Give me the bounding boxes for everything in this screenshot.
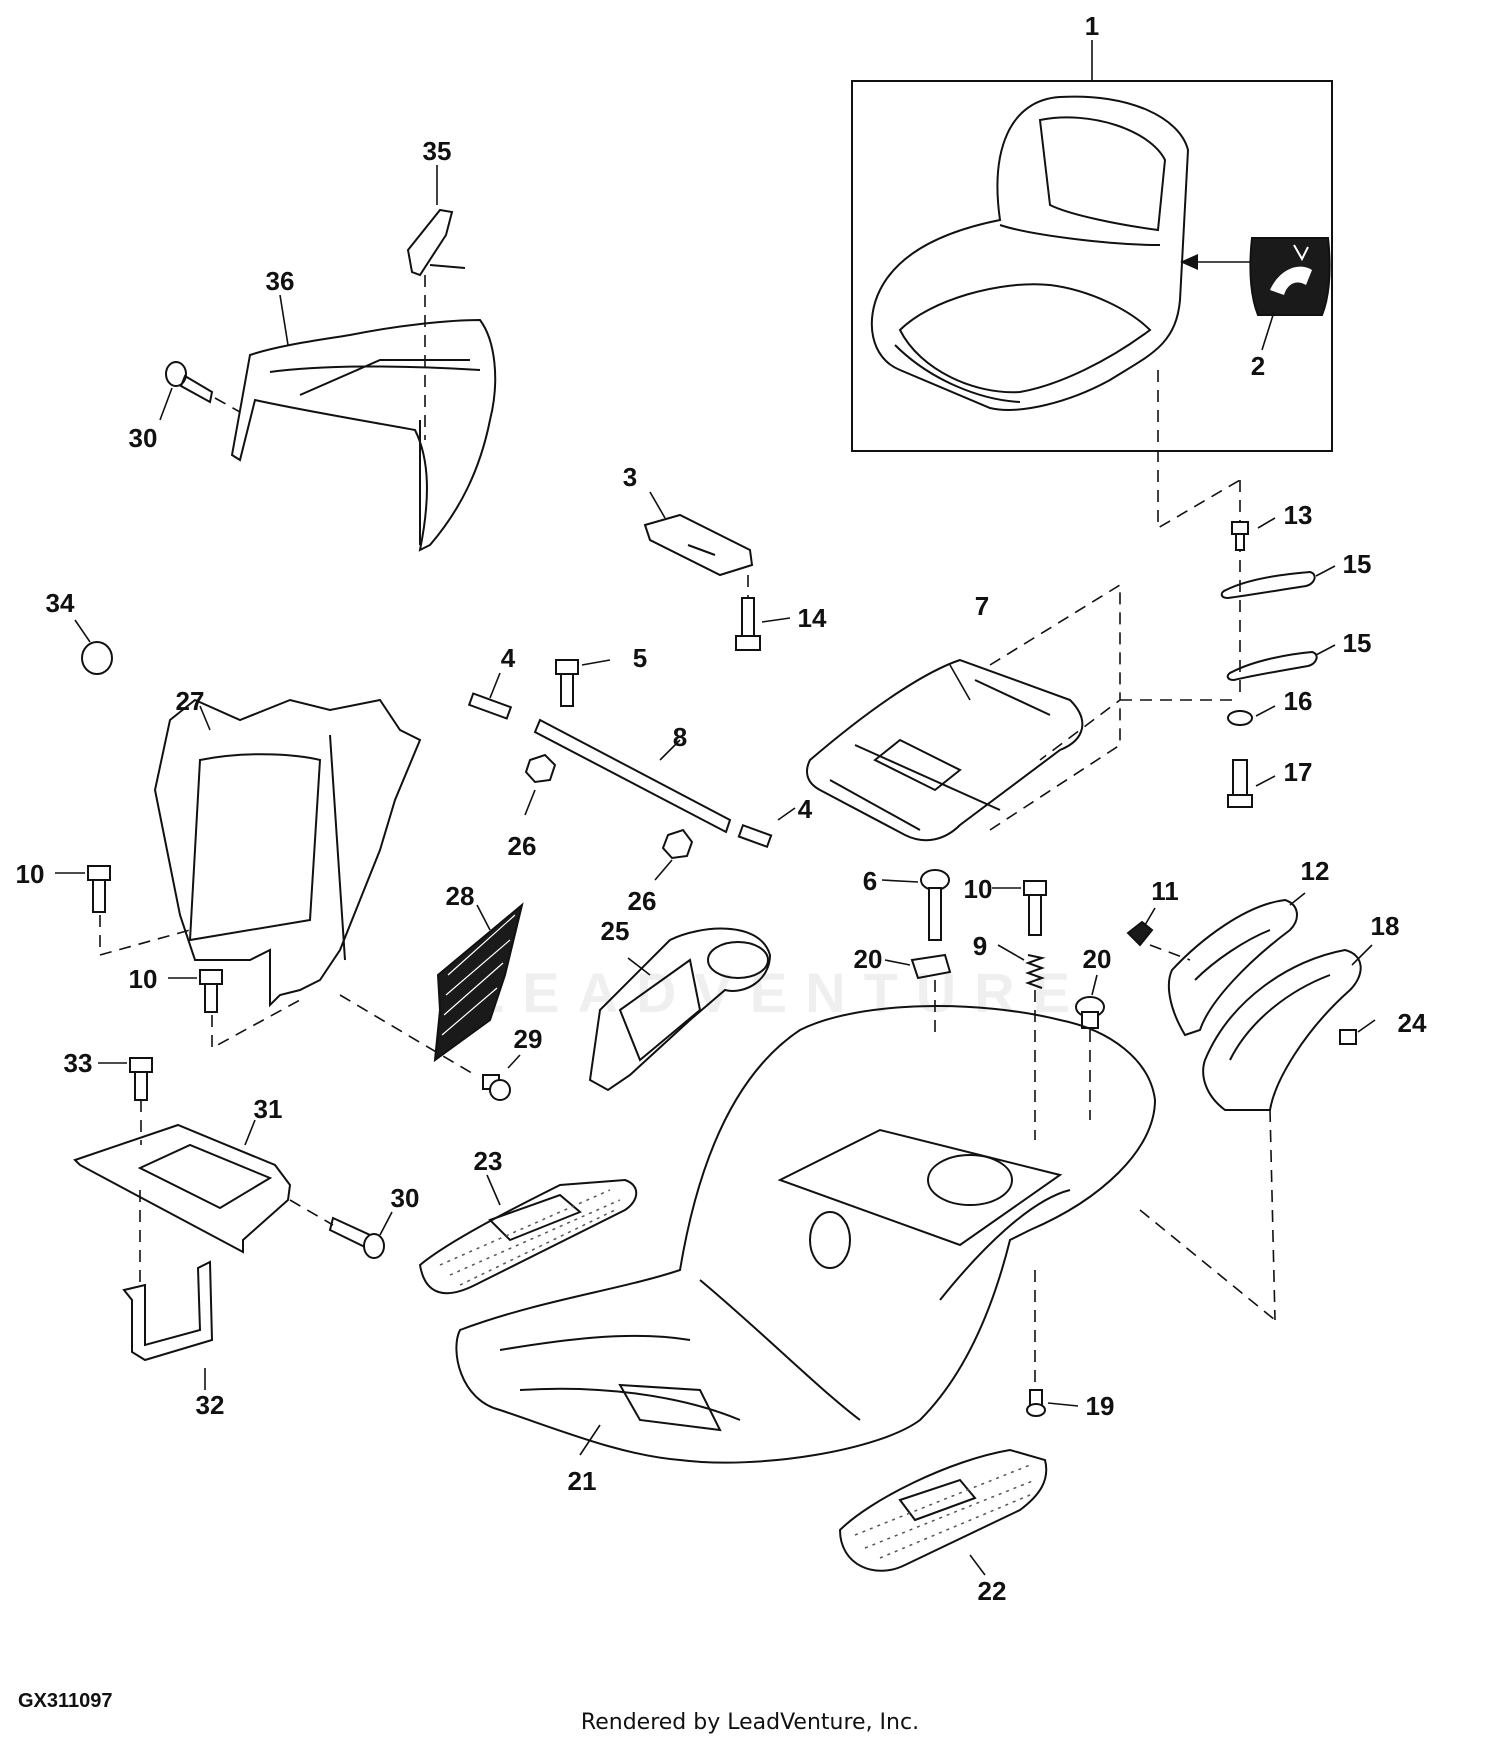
callout-10b: 10: [129, 964, 158, 994]
callout-13: 13: [1284, 500, 1313, 530]
callout-4a: 4: [501, 643, 516, 673]
fender-18[interactable]: [1202, 944, 1373, 1111]
watermark: LEADVENTURE: [470, 961, 1089, 1024]
callout-8: 8: [673, 722, 687, 752]
nut-24[interactable]: [1339, 1019, 1376, 1045]
bolt-10c[interactable]: [992, 880, 1047, 936]
rod-assembly[interactable]: [467, 659, 796, 881]
floor-mat-23[interactable]: [418, 1174, 638, 1295]
hanger-32[interactable]: [122, 1260, 214, 1390]
hardware-right[interactable]: [1220, 517, 1336, 808]
decal-part[interactable]: [1249, 237, 1331, 316]
bolt-33[interactable]: [98, 1057, 153, 1101]
plug-34[interactable]: [81, 641, 113, 675]
callout-22: 22: [978, 1576, 1007, 1606]
bolt-10b[interactable]: [168, 969, 223, 1013]
clip-20b[interactable]: [1075, 974, 1105, 1029]
seat-part[interactable]: [870, 95, 1190, 411]
callout-14: 14: [798, 603, 827, 633]
callout-20b: 20: [1083, 944, 1112, 974]
callout-4b: 4: [798, 794, 813, 824]
strap-15a: [1220, 570, 1316, 600]
callout-5: 5: [633, 643, 647, 673]
callout-27: 27: [176, 686, 205, 716]
callout-30a: 30: [129, 423, 158, 453]
bolt-10a[interactable]: [55, 865, 111, 913]
callout-9: 9: [973, 931, 987, 961]
callout-15b: 15: [1343, 628, 1372, 658]
callouts: 1 2 3 4 4 5 6 7 8 9 10 10 10 11 12 13 14…: [16, 11, 1427, 1606]
callout-29: 29: [514, 1024, 543, 1054]
lever-35[interactable]: [406, 165, 466, 277]
seat-mount-plate: [777, 1128, 1063, 1247]
rod-8: [533, 718, 732, 834]
bolt-30-top[interactable]: [159, 361, 214, 421]
leader-2: [1261, 311, 1275, 351]
callout-6: 6: [863, 866, 877, 896]
bolt-14[interactable]: [735, 597, 791, 651]
callout-26b: 26: [628, 886, 657, 916]
render-credit: Rendered by LeadVenture, Inc.: [580, 1710, 920, 1735]
callout-12: 12: [1301, 856, 1330, 886]
seat-group[interactable]: [851, 40, 1333, 452]
bolt-6[interactable]: [881, 869, 950, 941]
cup-holder-25[interactable]: [588, 927, 772, 1092]
callout-31: 31: [254, 1094, 283, 1124]
callout-18: 18: [1371, 911, 1400, 941]
callout-33: 33: [64, 1048, 93, 1078]
fender-deck-21[interactable]: [455, 1005, 1157, 1464]
callout-10a: 10: [16, 859, 45, 889]
callout-20a: 20: [854, 944, 883, 974]
floor-mat-22[interactable]: [838, 1448, 1048, 1576]
callout-7: 7: [975, 591, 989, 621]
callout-11: 11: [1151, 876, 1179, 906]
bolt-13: [1231, 521, 1249, 535]
bracket-31[interactable]: [73, 1119, 292, 1254]
callout-30b: 30: [391, 1183, 420, 1213]
plate-12[interactable]: [1167, 892, 1306, 1037]
callout-1: 1: [1085, 11, 1099, 41]
seat-pan[interactable]: [806, 658, 1084, 842]
spring-9[interactable]: [997, 944, 1046, 989]
washer-16: [1227, 710, 1253, 726]
bolt-17: [1232, 759, 1248, 796]
callout-35: 35: [423, 136, 452, 166]
callout-24: 24: [1398, 1008, 1427, 1038]
bracket-3[interactable]: [643, 491, 754, 577]
clip-11[interactable]: [1126, 907, 1156, 947]
callout-10c: 10: [964, 874, 993, 904]
grille-28[interactable]: [433, 902, 524, 1063]
clip-20a[interactable]: [884, 953, 952, 980]
callout-36: 36: [266, 266, 295, 296]
callout-15a: 15: [1343, 549, 1372, 579]
callout-28: 28: [446, 881, 475, 911]
figure-id: GX311097: [18, 1690, 113, 1712]
side-panel-27[interactable]: [153, 698, 422, 1008]
nut-26a: [524, 753, 557, 784]
callout-16: 16: [1284, 686, 1313, 716]
callout-26a: 26: [508, 831, 537, 861]
callout-2: 2: [1251, 351, 1265, 381]
nut-26b: [661, 828, 694, 860]
callout-3: 3: [623, 462, 637, 492]
strap-15b: [1226, 650, 1318, 682]
callout-23: 23: [474, 1146, 503, 1176]
callout-32: 32: [196, 1390, 225, 1420]
callout-21: 21: [568, 1466, 597, 1496]
screw-19[interactable]: [1026, 1389, 1079, 1417]
screw-29[interactable]: [482, 1054, 521, 1101]
callout-34: 34: [46, 588, 75, 618]
bolt-30-bottom[interactable]: [328, 1211, 393, 1259]
callout-17: 17: [1284, 757, 1313, 787]
callout-19: 19: [1086, 1391, 1115, 1421]
upper-cowl-36[interactable]: [230, 294, 497, 552]
callout-25: 25: [601, 916, 630, 946]
